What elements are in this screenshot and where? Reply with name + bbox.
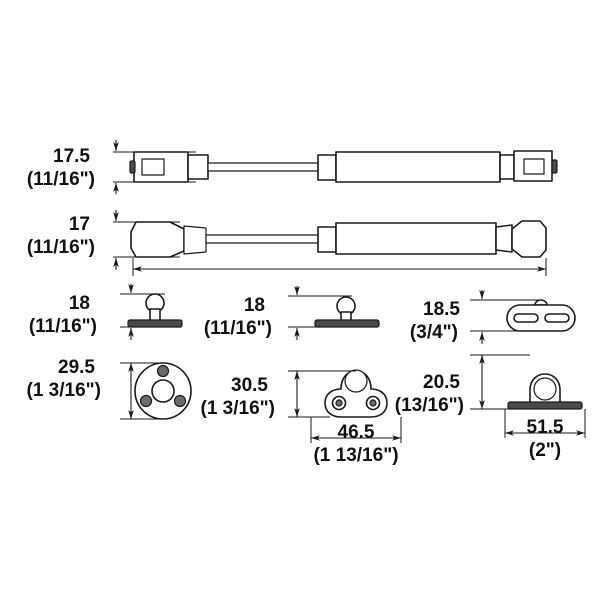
slot-bracket: [506, 299, 583, 410]
dimension-round-flange-diameter: [120, 362, 162, 420]
dimension-overall-length: [132, 258, 547, 276]
label-strut-upper-metric: 17.5: [53, 146, 90, 167]
label-slot-bracket-height-metric: 18.5: [423, 299, 460, 320]
dimension-slot-bracket-width: [504, 409, 586, 438]
label-strut-lower-metric: 17: [69, 214, 90, 235]
round-flange-bracket: [127, 293, 192, 420]
label-slot-bracket-depth-imperial: (13/16"): [395, 395, 464, 416]
dimension-strut-lower-height: [113, 210, 180, 270]
label-mid-bracket-height-imperial: (1 3/16"): [201, 398, 276, 419]
dimension-mid-bracket-width: [310, 417, 402, 443]
label-mid-bracket-width-metric: 46.5: [338, 422, 375, 443]
label-round-stud-imperial: (11/16"): [29, 316, 97, 337]
label-round-flange-metric: 29.5: [58, 357, 95, 378]
label-mid-bracket-width-imperial: (1 13/16"): [313, 445, 398, 466]
label-slot-bracket-width-imperial: (2"): [529, 440, 561, 461]
label-mid-bracket-height-metric: 30.5: [231, 375, 268, 396]
dimension-slot-bracket-depth: [470, 354, 530, 410]
label-strut-upper-imperial: (11/16"): [27, 169, 95, 190]
dimension-mid-stud-height: [288, 286, 352, 340]
strut-lower: [130, 220, 547, 258]
label-round-stud-metric: 18: [69, 293, 90, 314]
label-mid-stud-metric: 18: [244, 295, 265, 316]
dimension-strut-upper-height: [113, 140, 196, 194]
label-strut-lower-imperial: (11/16"): [27, 237, 95, 258]
label-round-flange-imperial: (1 3/16"): [27, 380, 102, 401]
strut-upper: [129, 150, 558, 183]
dimension-slot-bracket-height: [470, 290, 540, 344]
label-slot-bracket-depth-metric: 20.5: [423, 372, 460, 393]
label-mid-stud-imperial: (11/16"): [204, 318, 272, 339]
dimension-round-stud-height: [120, 284, 165, 340]
label-slot-bracket-height-imperial: (3/4"): [410, 322, 458, 343]
label-slot-bracket-width-metric: 51.5: [527, 417, 564, 438]
dimension-mid-bracket-height: [288, 370, 356, 418]
mid-bracket: [314, 296, 388, 418]
